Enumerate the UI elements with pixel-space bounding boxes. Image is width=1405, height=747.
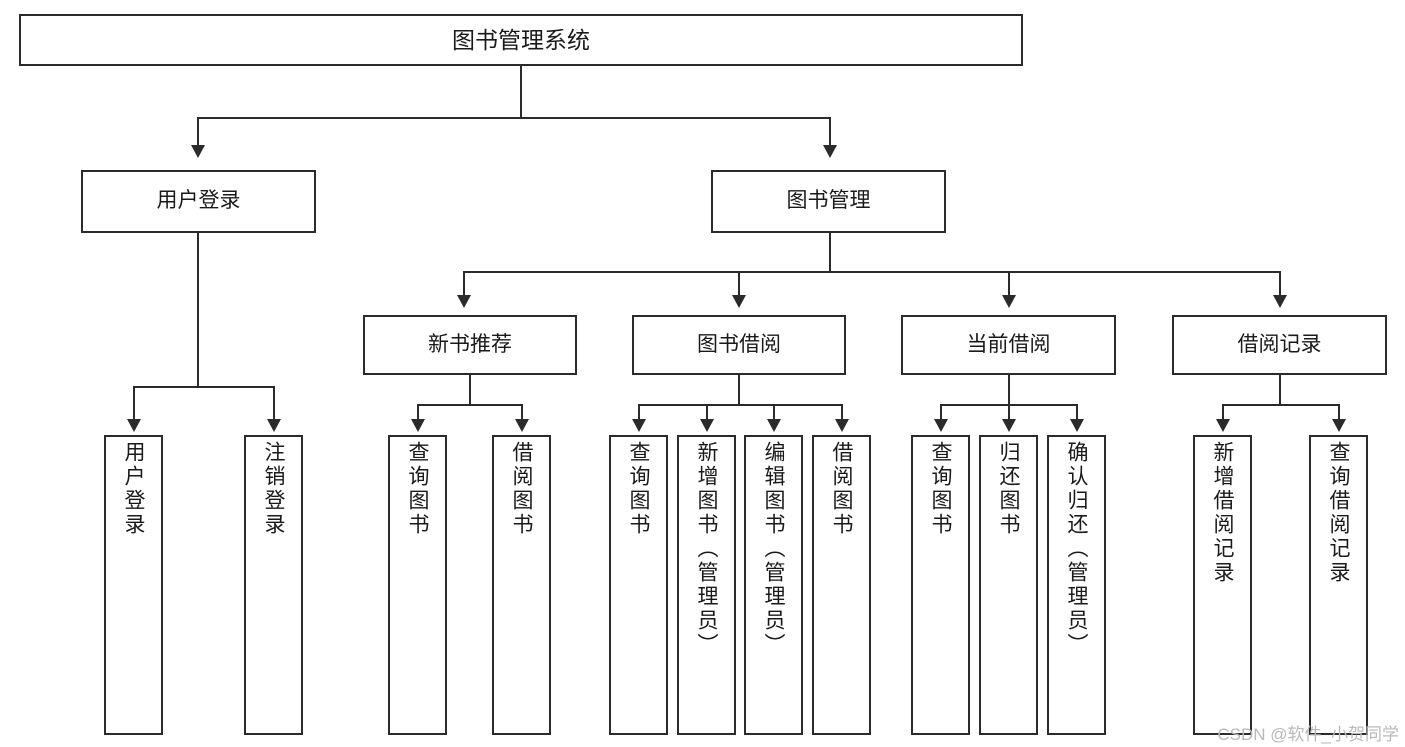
edge-new-books-to-leaf-1 [417, 404, 419, 421]
node-leaf-add-book-admin[interactable]: 新增图书（管理员） [677, 435, 736, 735]
arrow-current-borrow-to-leaf-3 [1070, 419, 1084, 432]
node-label: 借阅图书 [510, 441, 533, 537]
arrow-book-borrow-to-leaf-3 [767, 419, 781, 432]
arrow-book-borrow-to-leaf-4 [835, 419, 849, 432]
node-label: 查询图书 [929, 441, 952, 537]
arrow-bm-to-new-books [457, 295, 471, 308]
node-leaf-edit-book-admin[interactable]: 编辑图书（管理员） [744, 435, 803, 735]
node-label: 图书管理系统 [452, 26, 590, 53]
edge-borrow-records-bus [1222, 404, 1338, 406]
node-label: 注销登录 [262, 441, 285, 537]
node-current-borrowing[interactable]: 当前借阅 [901, 315, 1116, 375]
edge-borrow-records-to-leaf-2 [1338, 404, 1340, 421]
edge-book-management-bus [463, 271, 1279, 273]
edge-borrow-records-to-leaf-1 [1222, 404, 1224, 421]
edge-book-borrow-to-leaf-1 [638, 404, 640, 421]
node-leaf-query-books-recommend[interactable]: 查询图书 [388, 435, 447, 735]
edge-root-to-user-login [197, 117, 199, 147]
node-label: 借阅记录 [1237, 332, 1322, 356]
edge-user-login-to-leaf-2 [273, 386, 275, 421]
node-label: 用户登录 [122, 441, 145, 537]
edge-book-borrow-bus [638, 404, 842, 406]
edge-new-books-bus [417, 404, 523, 406]
edge-bm-to-current-borrow [1008, 271, 1010, 297]
edge-user-login-bus [133, 386, 275, 388]
edge-current-borrow-to-leaf-1 [940, 404, 942, 421]
node-label: 当前借阅 [966, 332, 1051, 356]
edge-book-borrow-to-leaf-4 [841, 404, 843, 421]
arrow-borrow-records-to-leaf-1 [1216, 419, 1230, 432]
arrow-root-to-user-login [191, 145, 205, 158]
edge-user-login-stem [197, 233, 199, 386]
edge-new-books-stem [469, 375, 471, 404]
node-label: 查询借阅记录 [1327, 441, 1350, 585]
node-borrow-records[interactable]: 借阅记录 [1172, 315, 1387, 375]
node-label: 归还图书 [997, 441, 1020, 537]
node-label: 确认归还（管理员） [1065, 441, 1088, 657]
arrow-book-borrow-to-leaf-2 [700, 419, 714, 432]
edge-new-books-to-leaf-2 [521, 404, 523, 421]
arrow-new-books-to-leaf-1 [411, 419, 425, 432]
node-leaf-confirm-return-admin[interactable]: 确认归还（管理员） [1047, 435, 1106, 735]
edge-borrow-records-stem [1279, 375, 1281, 404]
node-book-borrowing[interactable]: 图书借阅 [632, 315, 846, 375]
edge-current-borrow-stem [1008, 375, 1010, 404]
node-leaf-user-login[interactable]: 用户登录 [104, 435, 163, 735]
arrow-root-to-book-management [823, 145, 837, 158]
node-leaf-query-books-borrow[interactable]: 查询图书 [609, 435, 668, 735]
edge-book-borrow-stem [738, 375, 740, 404]
node-root-book-management-system[interactable]: 图书管理系统 [19, 14, 1023, 66]
edge-root-stem [520, 66, 522, 117]
node-label: 图书管理 [786, 189, 871, 213]
node-new-book-recommendation[interactable]: 新书推荐 [363, 315, 577, 375]
node-leaf-query-borrow-record[interactable]: 查询借阅记录 [1309, 435, 1368, 735]
arrow-user-login-to-leaf-1 [127, 419, 141, 432]
arrow-borrow-records-to-leaf-2 [1332, 419, 1346, 432]
edge-bm-to-new-books [463, 271, 465, 297]
csdn-watermark: CSDN @软件_小贺同学 [1217, 725, 1399, 744]
node-leaf-logout[interactable]: 注销登录 [244, 435, 303, 735]
node-label: 新书推荐 [428, 332, 512, 356]
edge-book-management-stem [829, 233, 831, 271]
node-leaf-query-books-current[interactable]: 查询图书 [911, 435, 970, 735]
edge-user-login-to-leaf-1 [133, 386, 135, 421]
arrow-book-borrow-to-leaf-1 [632, 419, 646, 432]
node-label: 查询图书 [406, 441, 429, 537]
arrow-current-borrow-to-leaf-1 [934, 419, 948, 432]
edge-book-borrow-to-leaf-2 [706, 404, 708, 421]
node-leaf-borrow-books[interactable]: 借阅图书 [812, 435, 871, 735]
arrow-bm-to-borrow-records [1273, 295, 1287, 308]
node-label: 借阅图书 [830, 441, 853, 537]
edge-bm-to-borrow-records [1279, 271, 1281, 297]
edge-current-borrow-to-leaf-2 [1008, 404, 1010, 421]
arrow-bm-to-current-borrow [1002, 295, 1016, 308]
arrow-new-books-to-leaf-2 [515, 419, 529, 432]
node-label: 新增图书（管理员） [695, 441, 718, 657]
arrow-bm-to-book-borrow [732, 295, 746, 308]
node-leaf-return-books[interactable]: 归还图书 [979, 435, 1038, 735]
node-label: 图书借阅 [697, 332, 781, 356]
node-leaf-add-borrow-record[interactable]: 新增借阅记录 [1193, 435, 1252, 735]
arrow-current-borrow-to-leaf-2 [1002, 419, 1016, 432]
node-book-management[interactable]: 图书管理 [711, 170, 946, 233]
node-leaf-borrow-books-recommend[interactable]: 借阅图书 [492, 435, 551, 735]
arrow-user-login-to-leaf-2 [267, 419, 281, 432]
edge-book-borrow-to-leaf-3 [773, 404, 775, 421]
node-label: 用户登录 [156, 189, 241, 213]
edge-root-to-book-management [829, 117, 831, 147]
node-user-login[interactable]: 用户登录 [81, 170, 316, 233]
node-label: 编辑图书（管理员） [762, 441, 785, 657]
node-label: 查询图书 [627, 441, 650, 537]
edge-bm-to-book-borrow [738, 271, 740, 297]
edge-current-borrow-to-leaf-3 [1076, 404, 1078, 421]
edge-root-bus [197, 117, 831, 119]
node-label: 新增借阅记录 [1211, 441, 1234, 585]
